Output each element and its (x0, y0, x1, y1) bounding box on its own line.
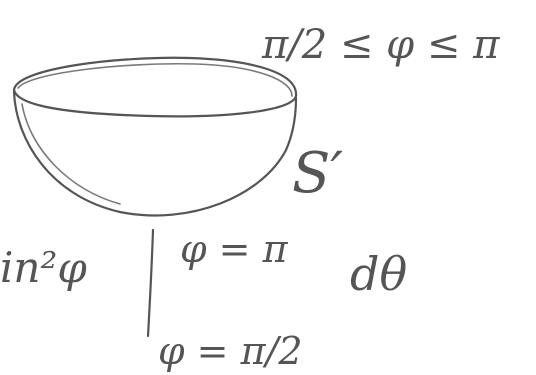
surface-label: S′ (292, 141, 343, 206)
sin-squared-fragment: in²φ (0, 243, 87, 292)
bowl-body (12, 90, 298, 217)
hemisphere-bowl (12, 56, 298, 217)
bowl-shading (21, 103, 121, 205)
dtheta-label: dθ (350, 247, 407, 301)
phi-equals-pi-label: φ = π (180, 227, 289, 271)
z-axis-line (146, 228, 155, 338)
phi-equals-pi-half-label: φ = π/2 (158, 329, 303, 373)
phi-range-label: π/2 ≤ φ ≤ π (261, 22, 500, 68)
bowl-rim-sketch (17, 62, 293, 97)
bowl-rim (12, 56, 298, 118)
